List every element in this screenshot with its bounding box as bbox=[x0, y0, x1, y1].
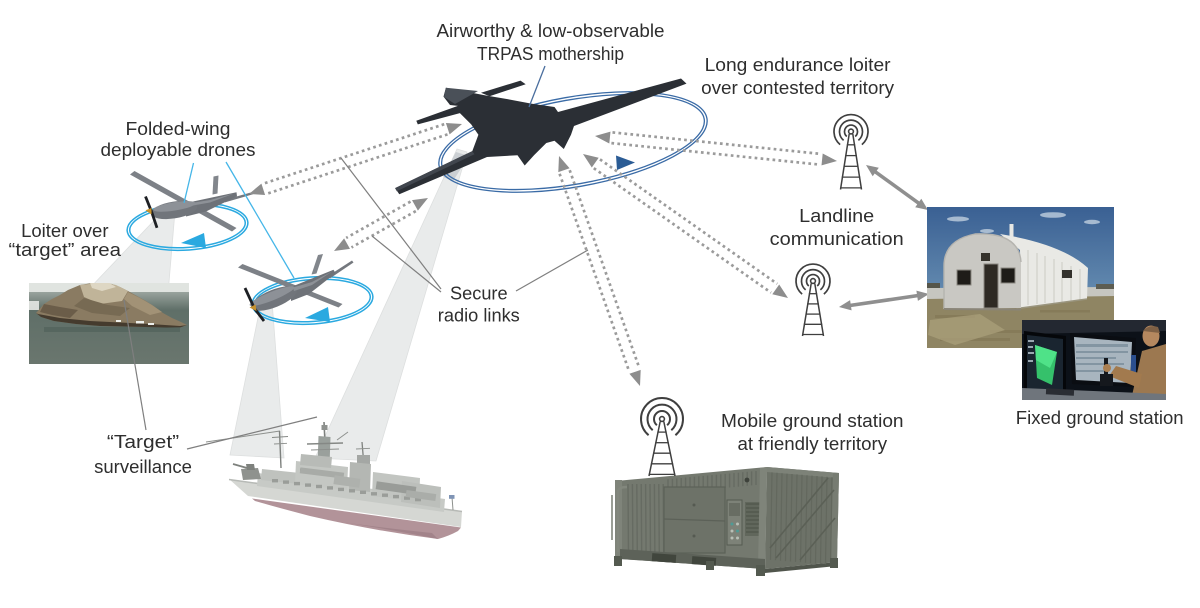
svg-text:Airworthy & low-observable: Airworthy & low-observable bbox=[437, 21, 665, 41]
svg-text:at friendly territory: at friendly territory bbox=[738, 434, 888, 454]
svg-text:TRPAS mothership: TRPAS mothership bbox=[477, 44, 624, 64]
svg-text:communication: communication bbox=[770, 229, 904, 249]
svg-text:Mobile ground station: Mobile ground station bbox=[721, 411, 904, 431]
svg-text:Fixed ground station: Fixed ground station bbox=[1016, 408, 1184, 428]
svg-text:Long endurance loiter: Long endurance loiter bbox=[705, 55, 891, 75]
svg-text:surveillance: surveillance bbox=[94, 457, 192, 477]
svg-text:Secure: Secure bbox=[450, 284, 508, 304]
svg-text:deployable drones: deployable drones bbox=[101, 140, 256, 160]
svg-text:Landline: Landline bbox=[799, 206, 874, 226]
svg-text:“target” area: “target” area bbox=[9, 240, 123, 260]
svg-text:Folded-wing: Folded-wing bbox=[126, 119, 231, 139]
svg-text:radio links: radio links bbox=[438, 306, 520, 326]
svg-text:Loiter over: Loiter over bbox=[21, 221, 108, 241]
svg-text:over contested territory: over contested territory bbox=[701, 78, 894, 98]
svg-text:“Target”: “Target” bbox=[107, 432, 179, 452]
